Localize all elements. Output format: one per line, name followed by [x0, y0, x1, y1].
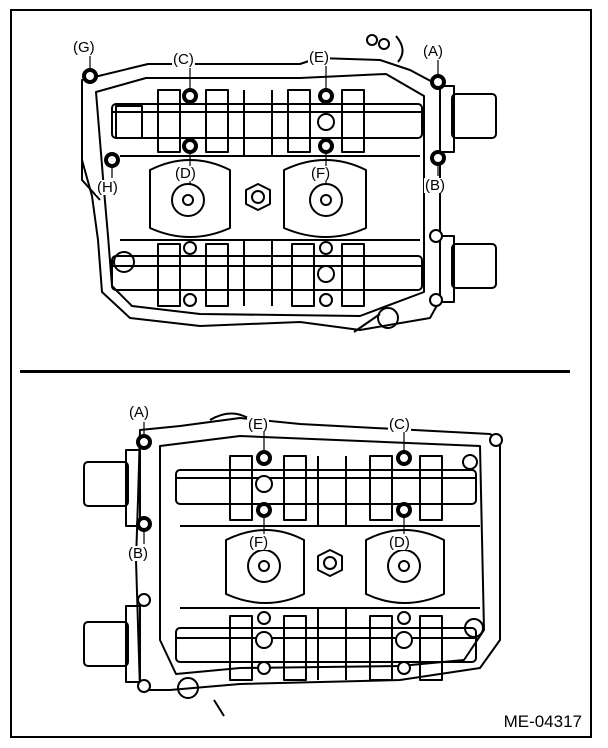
- bottom-label-c: (C): [388, 416, 411, 433]
- top-label-d: (D): [174, 165, 197, 182]
- bottom-label-a: (A): [128, 404, 150, 421]
- top-label-b: (B): [424, 177, 446, 194]
- top-label-c: (C): [172, 51, 195, 68]
- bottom-label-f: (F): [248, 534, 270, 551]
- top-label-a: (A): [422, 43, 444, 60]
- panel-divider: [20, 370, 570, 373]
- top-label-g: (G): [72, 39, 96, 56]
- figure-frame: [10, 9, 592, 738]
- bottom-label-e: (E): [247, 416, 269, 433]
- top-label-h: (H): [96, 179, 119, 196]
- bottom-label-d: (D): [388, 534, 411, 551]
- figure-code: ME-04317: [503, 712, 582, 731]
- bottom-label-b: (B): [127, 545, 149, 562]
- top-label-e: (E): [308, 49, 330, 66]
- top-label-f: (F): [310, 165, 332, 182]
